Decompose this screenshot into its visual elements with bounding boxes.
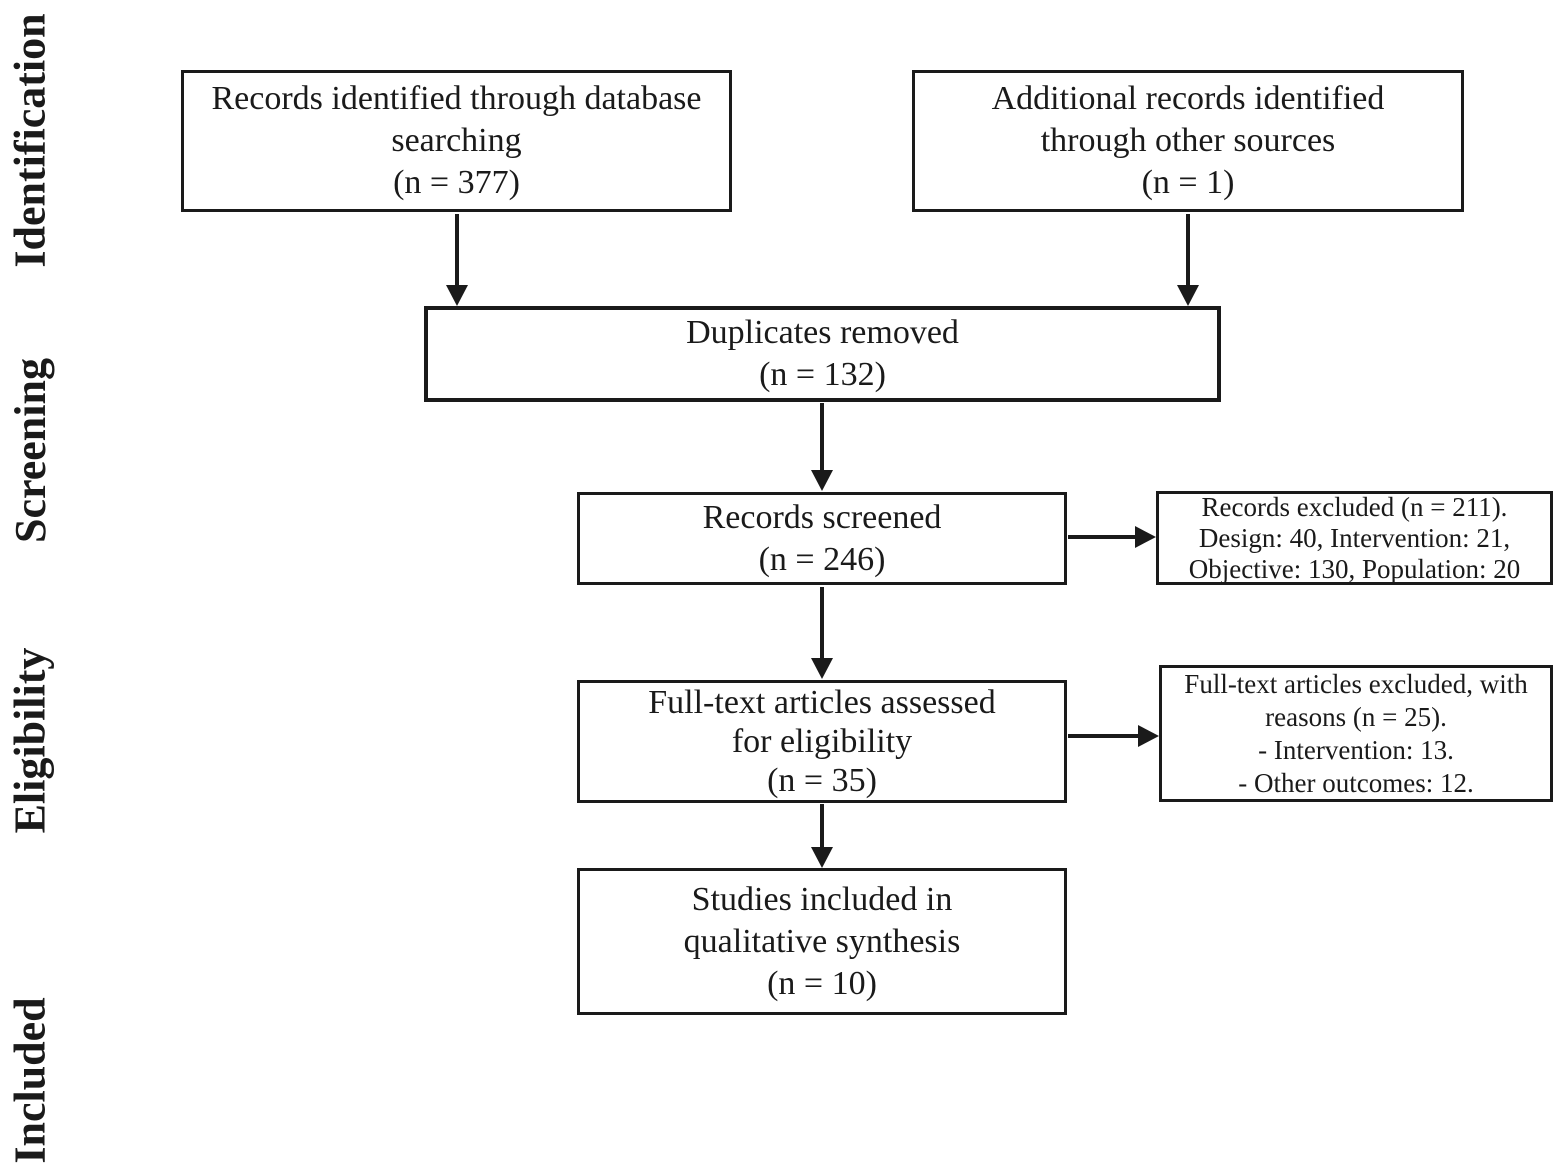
arrow-other-to-duplicates bbox=[1177, 214, 1199, 306]
box-line: Additional records identified bbox=[991, 80, 1385, 117]
other-sources-box: Additional records identified through ot… bbox=[912, 70, 1464, 212]
full-text-assessed-box: Full-text articles assessed for eligibil… bbox=[577, 680, 1067, 803]
box-line: Design: 40, Intervention: 21, bbox=[1198, 522, 1511, 553]
box-line: (n = 132) bbox=[759, 356, 886, 393]
records-excluded-box: Records excluded (n = 211). Design: 40, … bbox=[1156, 491, 1553, 585]
arrow-screened-to-excluded bbox=[1068, 526, 1156, 548]
box-line: (n = 246) bbox=[758, 540, 886, 578]
box-line: Records screened bbox=[702, 498, 942, 536]
box-line: - Other outcomes: 12. bbox=[1238, 767, 1474, 798]
duplicates-removed-box: Duplicates removed (n = 132) bbox=[424, 306, 1221, 402]
arrow-fulltext-to-excluded bbox=[1068, 725, 1159, 747]
box-line: Studies included in bbox=[691, 880, 953, 918]
box-line: for eligibility bbox=[731, 723, 913, 760]
box-line: Duplicates removed bbox=[686, 314, 959, 351]
box-line: (n = 10) bbox=[767, 964, 877, 1002]
database-records-box: Records identified through database sear… bbox=[181, 70, 732, 212]
box-line: Full-text articles excluded, with bbox=[1184, 668, 1528, 699]
box-line: Records excluded (n = 211). bbox=[1201, 491, 1508, 522]
records-screened-box: Records screened (n = 246) bbox=[577, 492, 1067, 585]
box-line: Full-text articles assessed bbox=[648, 684, 996, 721]
box-line: (n = 377) bbox=[393, 164, 520, 201]
arrow-fulltext-to-included bbox=[811, 804, 833, 868]
box-line: qualitative synthesis bbox=[683, 922, 961, 960]
box-line: searching bbox=[391, 122, 522, 159]
box-line: - Intervention: 13. bbox=[1258, 734, 1454, 765]
box-line: Objective: 130, Population: 20 bbox=[1188, 553, 1521, 584]
box-line: Records identified through database bbox=[211, 80, 702, 117]
studies-included-box: Studies included in qualitative synthesi… bbox=[577, 868, 1067, 1015]
arrow-screened-to-fulltext bbox=[811, 587, 833, 679]
arrow-duplicates-to-screened bbox=[811, 403, 833, 491]
box-line: through other sources bbox=[1040, 122, 1336, 159]
arrow-database-to-duplicates bbox=[446, 214, 468, 306]
box-line: (n = 35) bbox=[767, 762, 877, 799]
full-text-excluded-box: Full-text articles excluded, with reason… bbox=[1159, 665, 1553, 802]
box-line: reasons (n = 25). bbox=[1265, 701, 1447, 732]
box-line: (n = 1) bbox=[1141, 164, 1235, 201]
